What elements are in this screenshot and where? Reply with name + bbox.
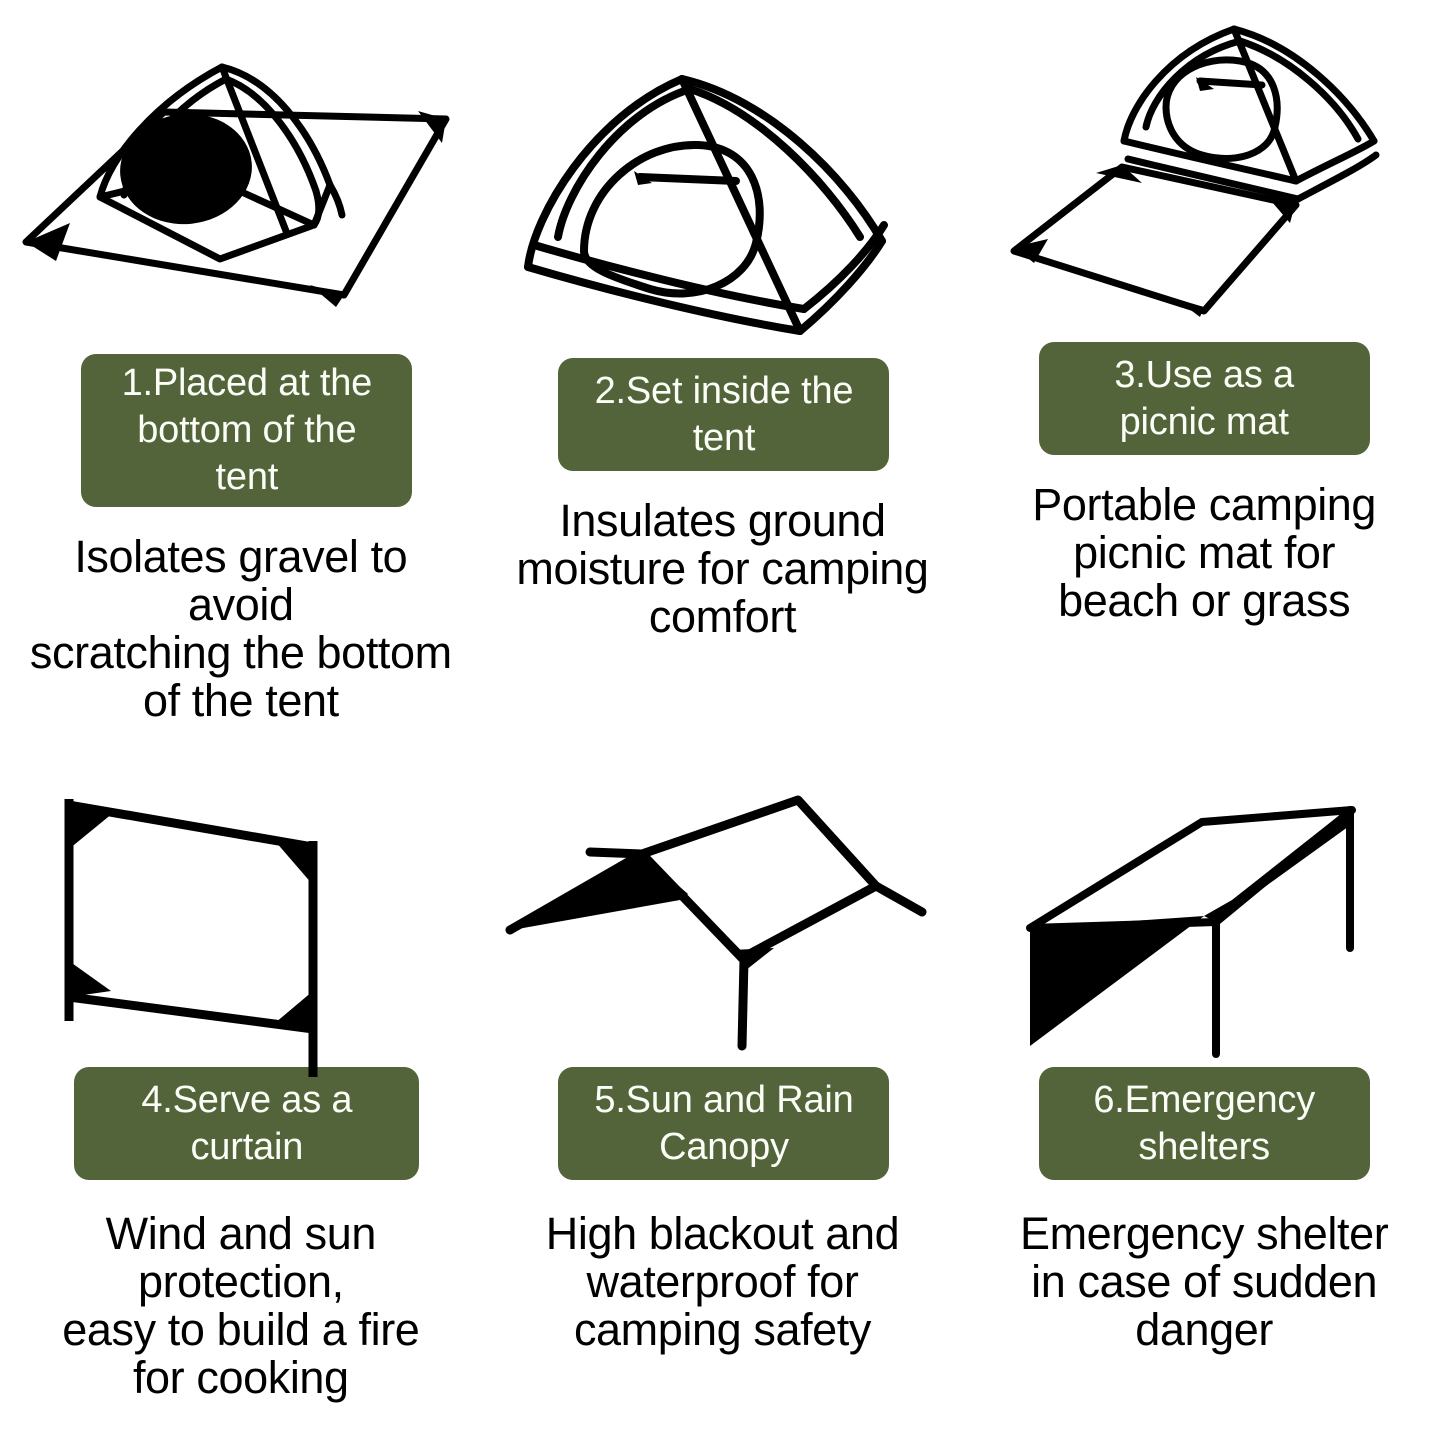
- illustration-lean-to-shelter: [975, 773, 1445, 1091]
- panel-3-caption: Portable camping picnic mat for beach or…: [1032, 479, 1377, 626]
- feature-panel-6: 6.Emergency shelters Emergency shelter i…: [963, 725, 1445, 1445]
- illustration-tent-with-spread-mat: [969, 16, 1445, 334]
- feature-panel-4: 4.Serve as a curtain Wind and sun protec…: [0, 725, 482, 1445]
- panel-6-caption: Emergency shelter in case of sudden dang…: [1019, 1208, 1389, 1355]
- panel-2-badge: 2.Set inside the tent: [558, 358, 890, 471]
- illustration-tent-on-ground-tarp: [0, 36, 480, 354]
- panel-6-badge: 6.Emergency shelters: [1038, 1067, 1370, 1180]
- illustration-tarp-curtain-windbreak: [0, 765, 454, 1083]
- panel-2-caption: Insulates ground moisture for camping co…: [516, 495, 929, 642]
- feature-panel-2: 2.Set inside the tent Insulates ground m…: [482, 0, 964, 725]
- feature-panel-1: 1.Placed at the bottom of the tent Isola…: [0, 0, 482, 725]
- panel-1-badge: 1.Placed at the bottom of the tent: [81, 354, 413, 507]
- panel-5-caption: High blackout and waterproof for camping…: [545, 1208, 900, 1355]
- panel-4-badge: 4.Serve as a curtain: [74, 1067, 420, 1180]
- panel-4-caption: Wind and sun protection, easy to build a…: [62, 1208, 420, 1403]
- feature-panel-5: 5.Sun and Rain Canopy High blackout and …: [482, 725, 964, 1445]
- panel-1-caption: Isolates gravel to avoid scratching the …: [29, 531, 452, 726]
- panel-5-badge: 5.Sun and Rain Canopy: [558, 1067, 890, 1180]
- panel-3-badge: 3.Use as a picnic mat: [1038, 342, 1370, 455]
- illustration-a-frame-tarp-canopy: [472, 769, 954, 1087]
- illustration-dome-tent-open-door: [470, 46, 952, 364]
- feature-panel-3: 3.Use as a picnic mat Portable camping p…: [963, 0, 1445, 725]
